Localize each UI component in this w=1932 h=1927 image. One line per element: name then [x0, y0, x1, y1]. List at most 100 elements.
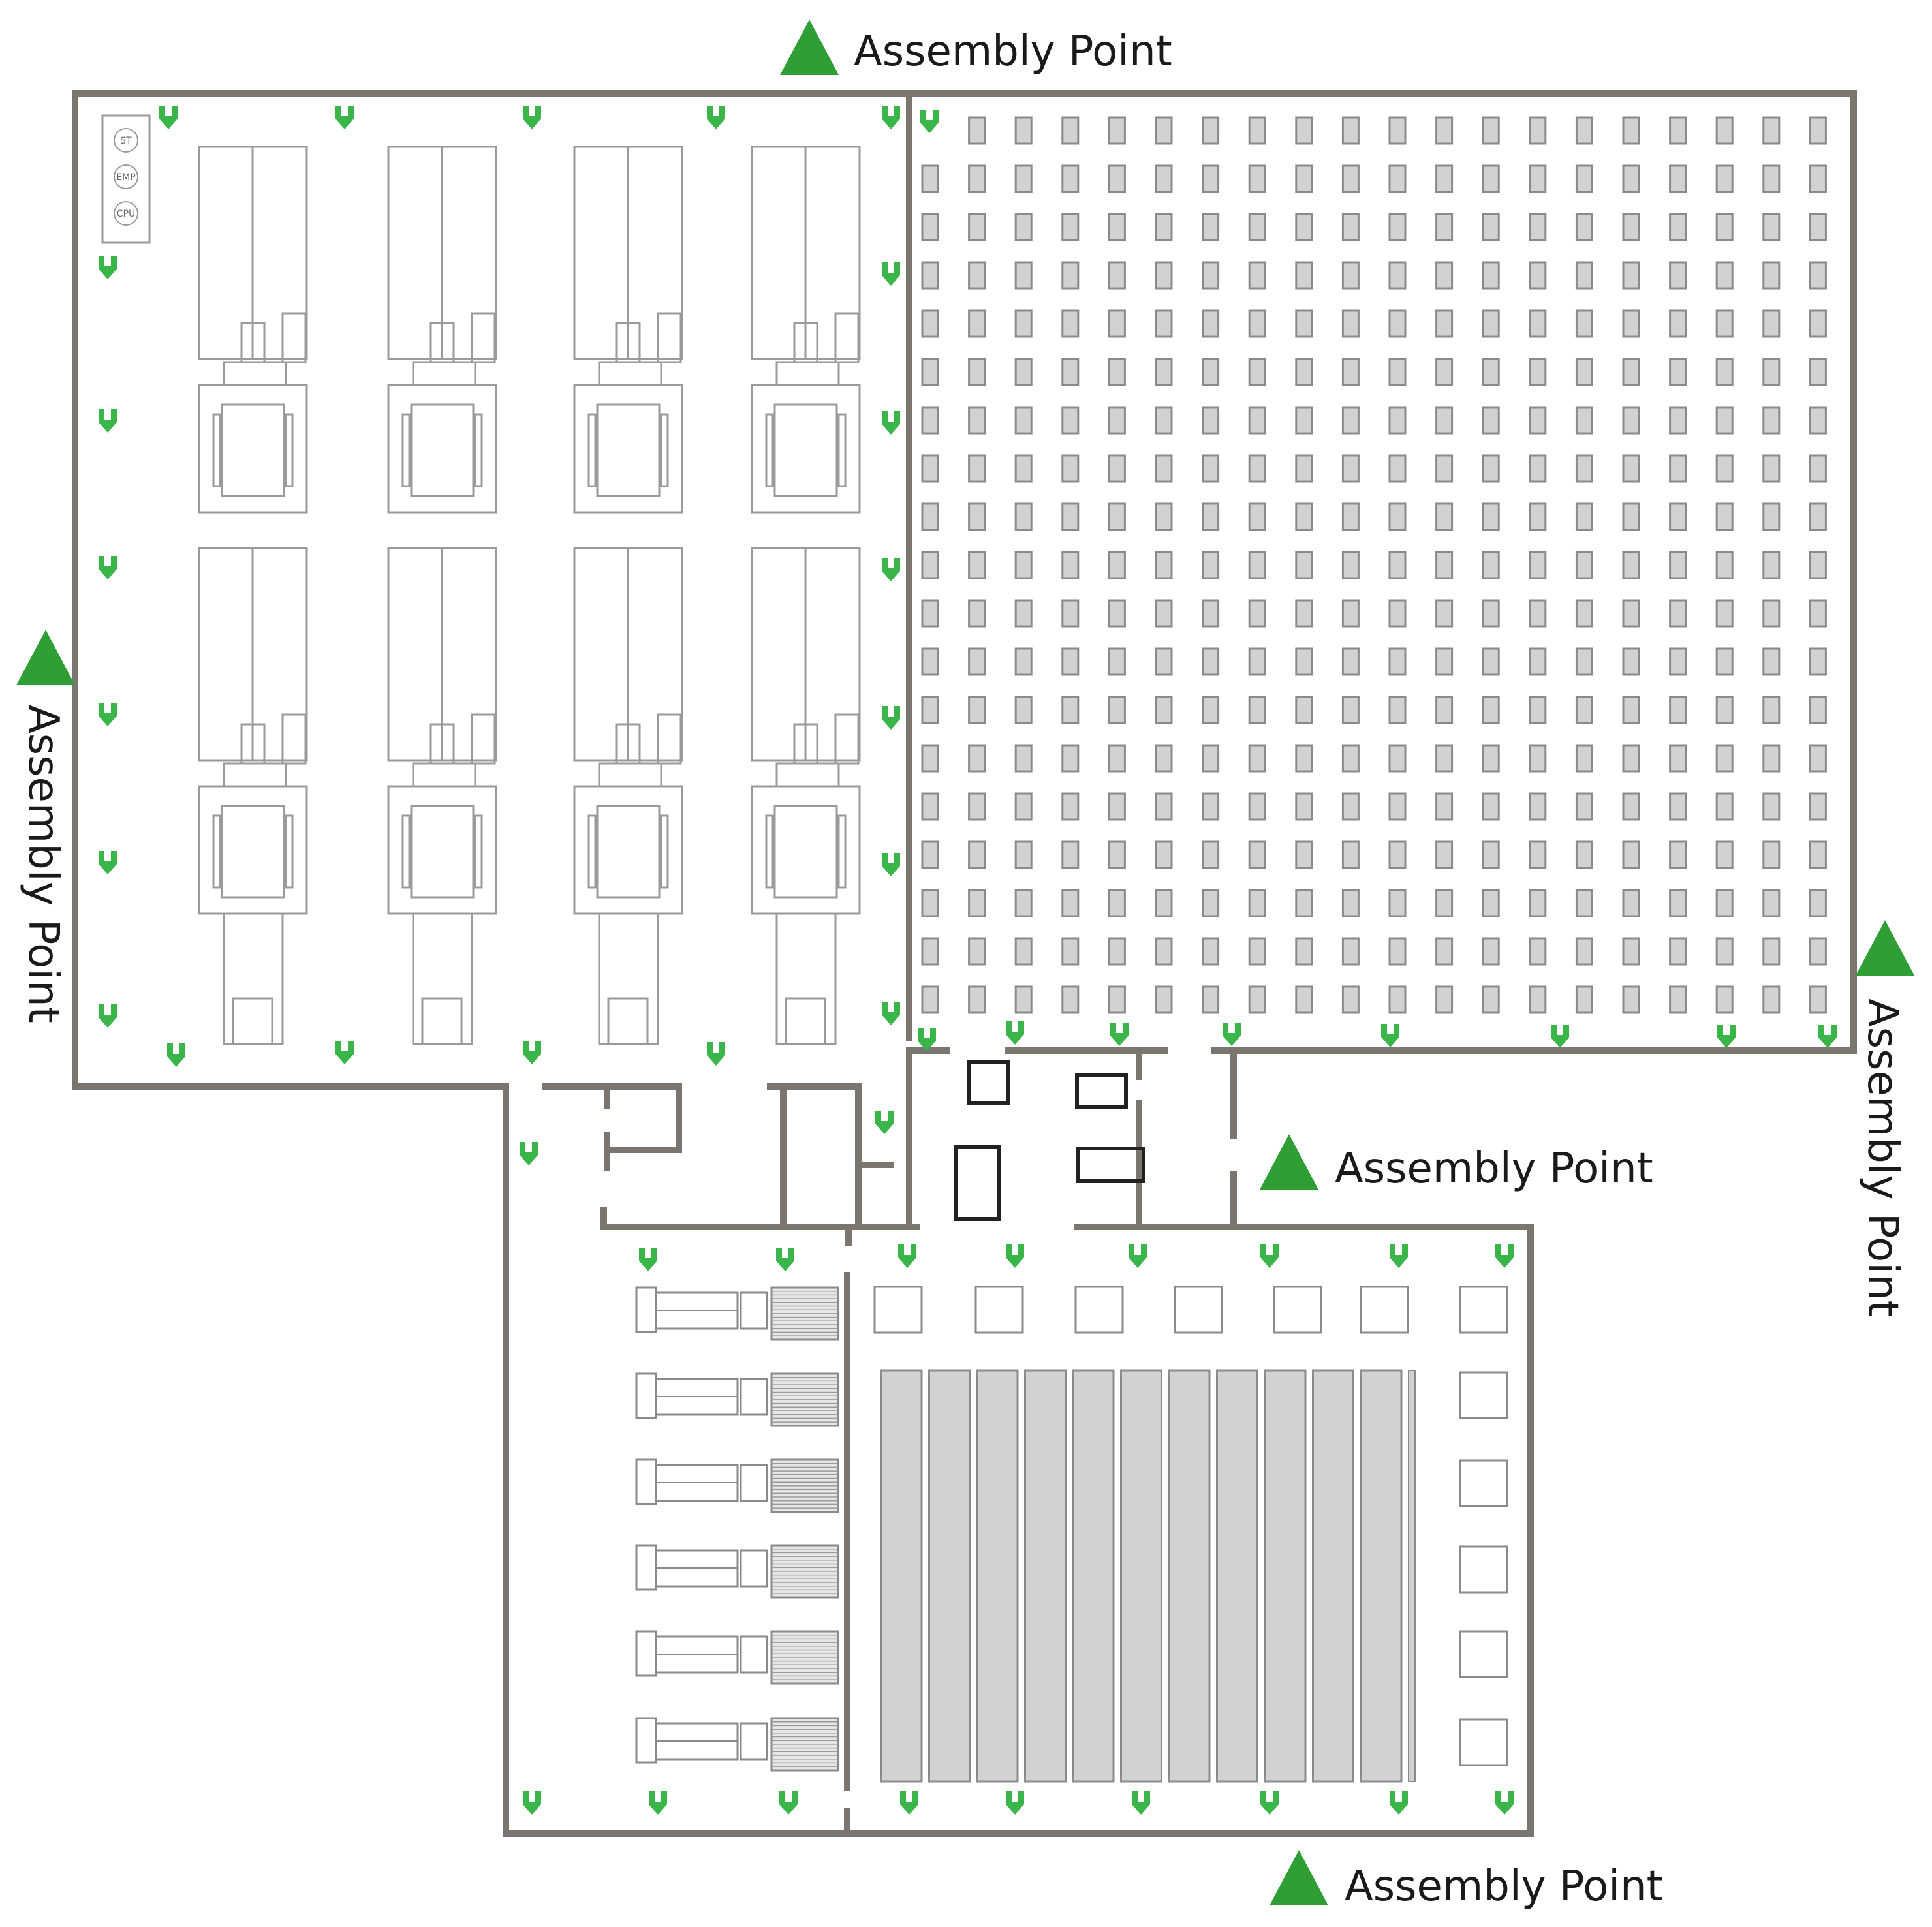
storage-rack	[1435, 744, 1454, 773]
exit-arrows	[99, 106, 1837, 1815]
exit-arrow-icon	[523, 1791, 541, 1815]
machine-side	[837, 413, 847, 487]
exit-arrow-icon	[649, 1791, 667, 1815]
storage-rack	[1014, 502, 1033, 531]
storage-rack	[1529, 985, 1547, 1014]
storage-rack	[921, 164, 939, 193]
storage-rack	[1809, 164, 1827, 193]
storage-rack	[921, 744, 939, 773]
press-head	[635, 1544, 657, 1591]
storage-rack	[1809, 647, 1827, 676]
storage-rack	[921, 937, 939, 966]
press-unit	[635, 1630, 839, 1685]
assembly-point-label: Assembly Point	[854, 27, 1172, 76]
storage-rack	[1575, 358, 1593, 386]
storage-rack	[1669, 696, 1687, 724]
press-hatch	[770, 1286, 839, 1341]
storage-rack	[1435, 358, 1454, 386]
storage-rack	[1575, 213, 1593, 241]
storage-rack	[1202, 358, 1220, 386]
machine-coupler	[412, 762, 476, 788]
storage-rack	[1155, 889, 1173, 917]
storage-rack	[1622, 358, 1640, 386]
machine-side	[474, 413, 483, 487]
storage-rack	[1155, 840, 1173, 869]
storage-rack	[1715, 502, 1734, 531]
storage-rack	[1061, 261, 1080, 290]
storage-rack	[1014, 744, 1033, 773]
storage-rack	[1482, 792, 1500, 821]
storage-rack	[921, 889, 939, 917]
storage-rack	[1762, 164, 1781, 193]
storage-rack	[1669, 358, 1687, 386]
press-head	[635, 1630, 657, 1677]
machine-coupler	[223, 361, 287, 386]
storage-rack	[968, 358, 986, 386]
exit-arrow-icon	[1260, 1244, 1279, 1268]
storage-rack	[1575, 454, 1593, 483]
pallet-square	[1459, 1459, 1508, 1507]
storage-rack	[1248, 840, 1266, 869]
storage-rack	[1388, 116, 1407, 145]
storage-rack	[1715, 164, 1734, 193]
storage-rack	[1622, 116, 1640, 145]
press-feeder	[740, 1635, 768, 1674]
storage-rack	[1061, 551, 1080, 579]
storage-rack	[1108, 889, 1126, 917]
storage-rack	[1669, 406, 1687, 435]
exit-arrow-icon	[882, 558, 900, 581]
storage-rack	[1809, 406, 1827, 435]
storage-rack	[1575, 937, 1593, 966]
exit-arrow-icon	[1495, 1791, 1514, 1815]
storage-rack	[1482, 937, 1500, 966]
storage-rack	[1014, 358, 1033, 386]
storage-rack	[1575, 309, 1593, 338]
press-unit	[635, 1717, 839, 1772]
machine-core	[596, 805, 661, 899]
exit-arrow-icon	[882, 106, 900, 129]
exit-arrow-icon	[882, 853, 900, 876]
machine-side	[285, 814, 294, 889]
storage-rack	[1108, 116, 1126, 145]
storage-rack	[1622, 164, 1640, 193]
storage-rack	[1669, 213, 1687, 241]
storage-rack	[1529, 406, 1547, 435]
storage-rack	[921, 647, 939, 676]
storage-rack	[1529, 502, 1547, 531]
storage-rack	[1202, 309, 1220, 338]
storage-rack	[1809, 261, 1827, 290]
storage-rack	[1341, 116, 1360, 145]
storage-rack	[1108, 454, 1126, 483]
machine-side	[587, 814, 597, 889]
machine-side	[474, 814, 483, 889]
assembly-triangle-icon	[16, 630, 75, 685]
storage-rack	[968, 889, 986, 917]
exit-arrow-icon	[99, 1004, 117, 1028]
storage-rack	[968, 502, 986, 531]
storage-rack	[1715, 309, 1734, 338]
storage-rack	[1715, 358, 1734, 386]
storage-rack	[1202, 406, 1220, 435]
exit-arrow-icon	[875, 1111, 894, 1134]
storage-rack	[1482, 744, 1500, 773]
storage-rack	[921, 261, 939, 290]
storage-rack	[1809, 551, 1827, 579]
storage-rack	[1669, 599, 1687, 628]
storage-rack	[1435, 406, 1454, 435]
exit-arrow-icon	[1818, 1025, 1837, 1048]
assembly-point-middle: Assembly Point	[1260, 1134, 1653, 1193]
storage-rack	[1014, 985, 1033, 1014]
pallet-square	[1459, 1286, 1508, 1334]
storage-rack	[1622, 840, 1640, 869]
exit-arrow-icon	[335, 106, 354, 129]
exit-arrow-icon	[99, 409, 117, 433]
storage-rack	[1248, 937, 1266, 966]
storage-rack	[921, 696, 939, 724]
storage-rack	[1202, 889, 1220, 917]
storage-rack	[1202, 116, 1220, 145]
storage-rack	[1762, 406, 1781, 435]
storage-rack	[1435, 599, 1454, 628]
storage-rack	[1622, 309, 1640, 338]
storage-rack	[1155, 647, 1173, 676]
press-unit	[635, 1544, 839, 1599]
